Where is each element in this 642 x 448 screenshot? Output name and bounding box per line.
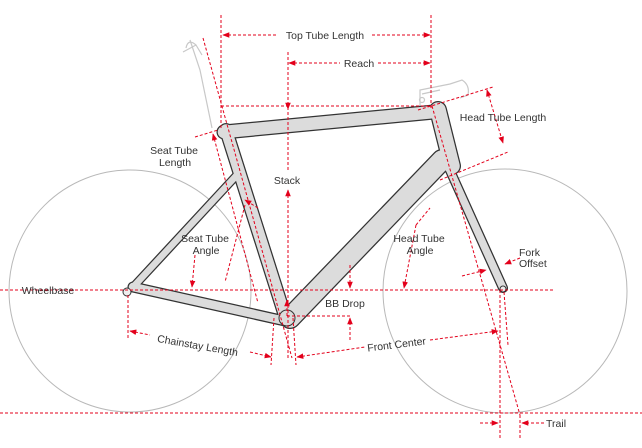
label-fork-offset-2: Offset [519,258,547,270]
label-seat-tube-length-2: Length [159,157,191,169]
rear-dropout [122,287,132,297]
label-seat-tube-angle-1: Seat Tube [181,233,229,245]
rear-wheel [8,169,252,413]
label-seat-tube-length-1: Seat Tube [150,145,198,157]
label-fork-offset-1: Fork [519,247,541,259]
label-trail: Trail [546,418,566,430]
label-head-tube-angle-1: Head Tube [393,233,445,245]
dimension-lines [0,15,642,438]
label-stack: Stack [274,175,301,187]
frame [127,101,508,329]
label-head-tube-angle-2: Angle [407,245,434,257]
label-reach: Reach [344,58,375,70]
label-chainstay-length: Chainstay Length [156,333,239,359]
label-front-center: Front Center [367,335,427,354]
fork-dropout [499,285,507,293]
label-top-tube-length: Top Tube Length [286,30,364,42]
label-head-tube-length: Head Tube Length [460,112,547,124]
label-seat-tube-angle-2: Angle [193,245,220,257]
label-wheelbase: Wheelbase [22,285,75,297]
label-bb-drop: BB Drop [325,298,365,310]
